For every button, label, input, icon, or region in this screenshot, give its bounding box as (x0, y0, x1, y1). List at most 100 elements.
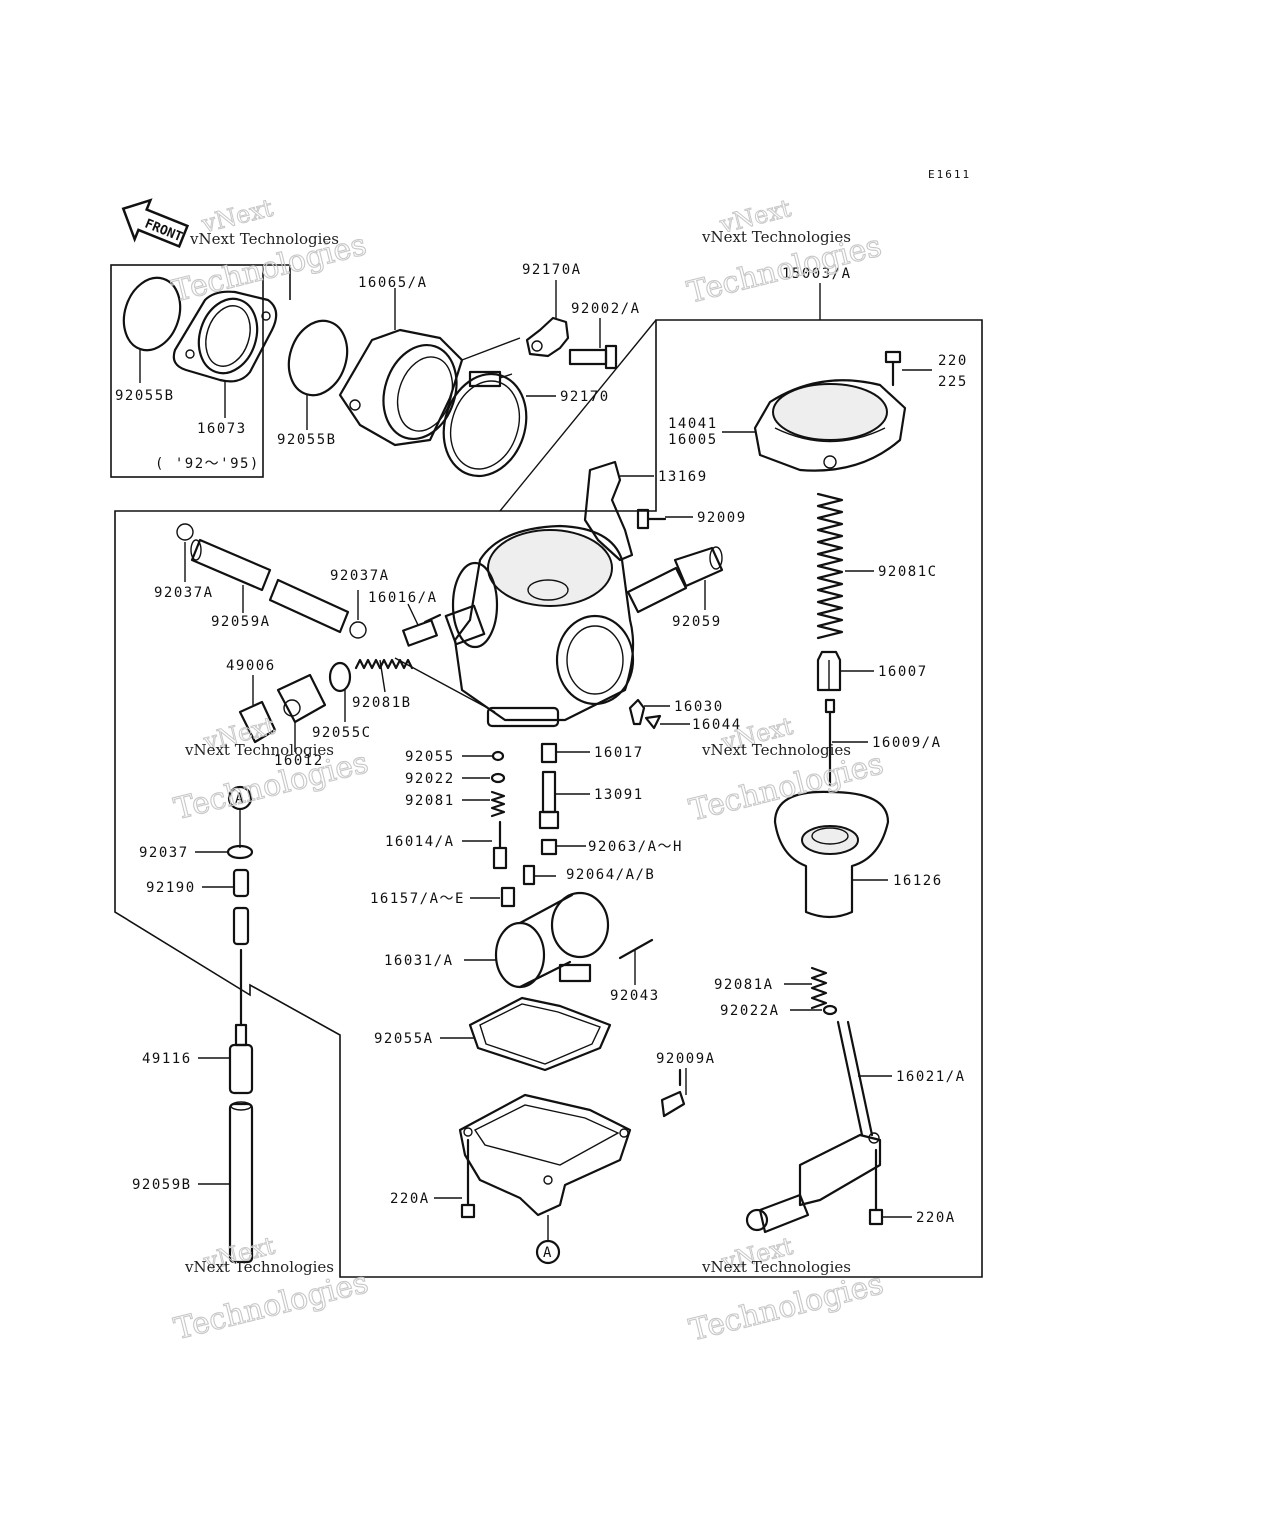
spring-92081B (354, 658, 414, 670)
label-92170: 92170 (560, 389, 610, 405)
carb-holder-16065 (338, 328, 464, 447)
label-225: 225 (938, 374, 968, 390)
hose-92059B (228, 1101, 254, 1264)
part-16030 (628, 698, 646, 726)
label-16073: 16073 (197, 421, 247, 437)
screw-92009 (636, 508, 667, 530)
jet-16017 (540, 742, 558, 764)
hose-92059 (626, 546, 724, 614)
pin-92043 (618, 938, 654, 960)
label-92043: 92043 (610, 988, 660, 1004)
front-arrow-icon: FRONT (121, 198, 190, 249)
label-14041: 14041 (668, 416, 718, 432)
label-13091: 13091 (594, 787, 644, 803)
washer-92055 (491, 750, 505, 762)
label-92081A: 92081A (714, 977, 774, 993)
needle-jet-13091 (538, 770, 560, 830)
label-16021: 16021/A (896, 1069, 966, 1085)
pilot-screw-16014 (492, 820, 508, 870)
label-220: 220 (938, 353, 968, 369)
label-92059A: 92059A (211, 614, 271, 630)
callout-labels: 16065/A 92170A 92002/A 15003/A 220 225 1… (115, 262, 968, 1226)
label-16031: 16031/A (384, 953, 454, 969)
label-92081C: 92081C (878, 564, 938, 580)
label-16009: 16009/A (872, 735, 942, 751)
label-92037A-1: 92037A (154, 585, 214, 601)
main-jet-92063 (540, 838, 558, 856)
needle-retainer-16007 (816, 650, 842, 692)
label-16044: 16044 (692, 717, 742, 733)
svg-text:Technologies: Technologies (171, 1265, 372, 1347)
screw-220 (884, 350, 902, 387)
label-16016: 16016/A (368, 590, 438, 606)
part-16044 (644, 714, 662, 730)
label-16007: 16007 (878, 664, 928, 680)
watermark-bottom-right: vNext Technologies (685, 1231, 887, 1348)
watermark-caption: vNext Technologies (189, 230, 339, 248)
flange-16073 (172, 290, 278, 383)
reference-A-top-label: A (235, 791, 245, 807)
o-ring-92055B-2 (287, 319, 349, 397)
carburetor-assembly-frame (114, 319, 983, 1278)
label-92059B: 92059B (132, 1177, 192, 1193)
gasket-92055A (468, 996, 612, 1072)
label-92055A: 92055A (374, 1031, 434, 1047)
watermark-caption: vNext Technologies (701, 228, 851, 246)
clip-92037A-2 (349, 621, 367, 639)
watermark-caption: vNext Technologies (701, 1258, 851, 1276)
label-92055B-2: 92055B (277, 432, 337, 448)
carb-top-cover-14041 (753, 379, 907, 472)
spring-92081C (816, 492, 844, 640)
hose-92190 (232, 868, 250, 946)
label-92055C: 92055C (312, 725, 372, 741)
label-16157: 16157/A～E (370, 891, 465, 907)
reference-A-top (227, 785, 253, 811)
carburetor-body (444, 524, 635, 728)
jet-16157 (500, 886, 516, 908)
jet-needle-16009 (824, 698, 836, 787)
o-ring-92055C (328, 661, 352, 693)
label-49006: 49006 (226, 658, 276, 674)
label-16065: 16065/A (358, 275, 428, 291)
label-92037A-2: 92037A (330, 568, 390, 584)
label-16005: 16005 (668, 432, 718, 448)
float-bowl (458, 1093, 632, 1217)
label-92055: 92055 (405, 749, 455, 765)
screw-220A (460, 1138, 476, 1219)
label-220A-1: 220A (390, 1191, 430, 1207)
reference-A-bottom (535, 1239, 561, 1265)
label-year-note: ( '92～'95) (155, 456, 260, 472)
hose-92059A (190, 538, 350, 634)
spring-92081 (490, 790, 506, 818)
clamp-92170 (442, 370, 528, 478)
year-box (110, 264, 264, 478)
label-92081: 92081 (405, 793, 455, 809)
diagram-code: E1611 (928, 168, 971, 181)
cap-49006 (238, 700, 277, 744)
label-16017: 16017 (594, 745, 644, 761)
label-92190: 92190 (146, 880, 196, 896)
o-ring-92055B (122, 276, 182, 352)
choke-16021 (745, 1020, 882, 1234)
screw-92002 (568, 344, 618, 370)
label-92055B-1: 92055B (115, 388, 175, 404)
label-49116: 49116 (142, 1051, 192, 1067)
label-16012: 16012 (274, 753, 324, 769)
label-92037: 92037 (139, 845, 189, 861)
washer-92022 (490, 772, 506, 784)
label-92002: 92002/A (571, 301, 641, 317)
label-92009: 92009 (697, 510, 747, 526)
plunger-16016 (402, 613, 442, 647)
spring-92081A (810, 966, 828, 1010)
label-92170A: 92170A (522, 262, 582, 278)
fitting-16031 (494, 891, 610, 989)
pilot-jet-92064 (522, 864, 536, 886)
label-16030: 16030 (674, 699, 724, 715)
label-16014: 16014/A (385, 834, 455, 850)
clip-92037A (176, 523, 194, 541)
reference-A-bottom-label: A (543, 1245, 553, 1261)
label-92022: 92022 (405, 771, 455, 787)
label-92081B: 92081B (352, 695, 412, 711)
label-92009A: 92009A (656, 1051, 716, 1067)
